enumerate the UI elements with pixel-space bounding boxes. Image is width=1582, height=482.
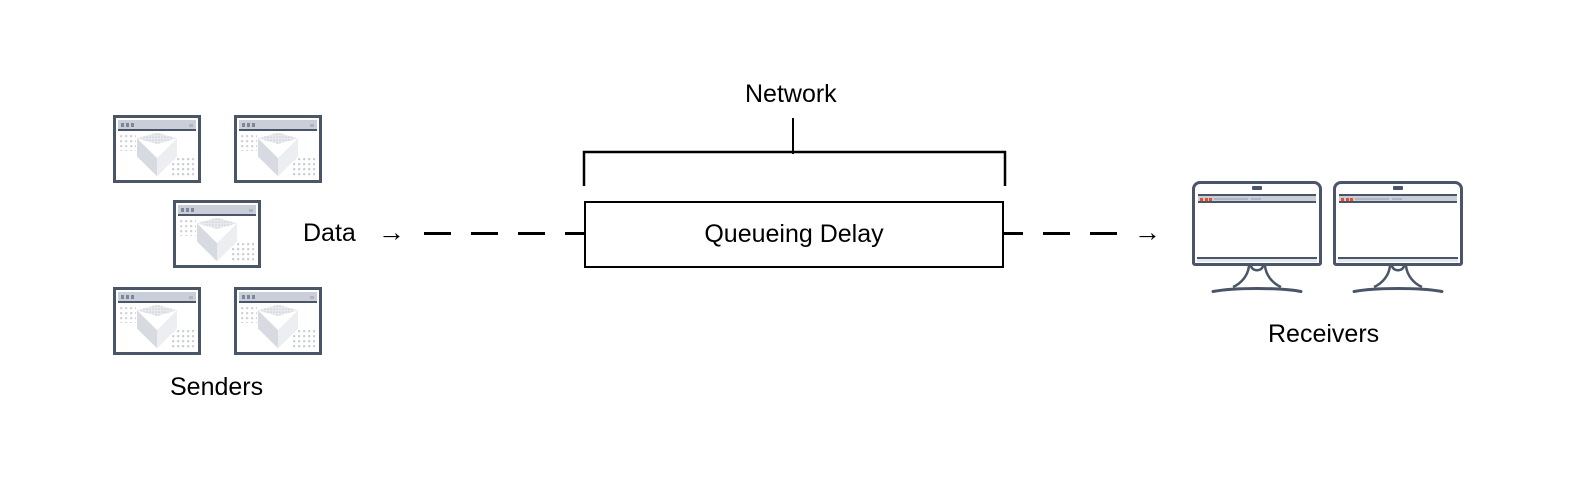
url-bar-icon <box>1214 198 1248 200</box>
monitor-bezel <box>1192 181 1322 266</box>
monitor-chin <box>1338 257 1458 262</box>
sender-window-1[interactable] <box>113 115 201 183</box>
window-control-icon <box>310 124 314 127</box>
sender-window-4[interactable] <box>113 287 201 355</box>
window-dots-icon <box>181 208 194 212</box>
flow-dash <box>424 232 451 235</box>
network-bracket <box>582 150 1007 186</box>
window-screen <box>118 305 196 350</box>
queueing-delay-label: Queueing Delay <box>704 220 884 248</box>
speckle-decoration-icon <box>241 135 257 151</box>
data-label: Data <box>303 219 356 247</box>
window-dots-icon <box>242 295 255 299</box>
window-titlebar <box>239 292 317 303</box>
url-bar-extra-icon <box>1251 198 1261 200</box>
speckle-decoration-icon <box>180 220 196 236</box>
sender-window-5[interactable] <box>234 287 322 355</box>
receiver-monitor-1[interactable] <box>1192 181 1322 296</box>
window-dots-icon <box>121 123 134 127</box>
browser-toolbar <box>1198 194 1316 203</box>
window-control-icon <box>310 296 314 299</box>
window-screen <box>178 218 256 263</box>
monitor-base <box>1352 287 1444 293</box>
window-control-icon <box>189 124 193 127</box>
flow-stub <box>1004 232 1023 235</box>
monitor-bezel <box>1333 181 1463 266</box>
flow-dash <box>471 232 498 235</box>
sender-window-3[interactable] <box>173 200 261 268</box>
network-label: Network <box>745 80 837 108</box>
speckle-decoration-icon <box>172 330 194 348</box>
speckle-decoration-icon <box>241 307 257 323</box>
traffic-light-dots-icon <box>1200 197 1212 201</box>
window-titlebar <box>178 205 256 216</box>
data-cube-icon <box>258 305 298 349</box>
monitor-neck <box>1232 265 1282 289</box>
receivers-label: Receivers <box>1268 320 1380 348</box>
window-dots-icon <box>121 295 134 299</box>
flow-dash <box>1090 232 1117 235</box>
speckle-decoration-icon <box>120 135 136 151</box>
flow-arrow-icon: → <box>378 217 405 247</box>
window-screen <box>118 133 196 178</box>
data-cube-icon <box>137 305 177 349</box>
flow-dash <box>1043 232 1070 235</box>
monitor-neck <box>1373 265 1423 289</box>
monitor-viewport <box>1339 205 1457 255</box>
traffic-light-dots-icon <box>1341 197 1353 201</box>
monitor-viewport <box>1198 205 1316 255</box>
speckle-decoration-icon <box>293 330 315 348</box>
monitor-base <box>1211 287 1303 293</box>
webcam-icon <box>1252 186 1262 190</box>
data-cube-icon <box>137 133 177 177</box>
monitor-chin <box>1197 257 1317 262</box>
data-cube-icon <box>197 218 237 262</box>
url-bar-icon <box>1355 198 1389 200</box>
senders-label: Senders <box>170 373 264 401</box>
window-dots-icon <box>242 123 255 127</box>
window-titlebar <box>239 120 317 131</box>
flow-stub <box>565 232 584 235</box>
webcam-icon <box>1393 186 1403 190</box>
speckle-decoration-icon <box>172 158 194 176</box>
window-control-icon <box>249 209 253 212</box>
url-bar-extra-icon <box>1392 198 1402 200</box>
flow-arrow-icon: → <box>1134 217 1161 247</box>
browser-toolbar <box>1339 194 1457 203</box>
window-titlebar <box>118 292 196 303</box>
speckle-decoration-icon <box>120 307 136 323</box>
window-screen <box>239 305 317 350</box>
window-titlebar <box>118 120 196 131</box>
data-cube-icon <box>258 133 298 177</box>
speckle-decoration-icon <box>232 243 254 261</box>
queueing-delay-box[interactable]: Queueing Delay <box>584 201 1004 268</box>
speckle-decoration-icon <box>293 158 315 176</box>
receiver-monitor-2[interactable] <box>1333 181 1463 296</box>
sender-window-2[interactable] <box>234 115 322 183</box>
network-stem-line <box>792 118 794 154</box>
flow-dash <box>518 232 545 235</box>
window-control-icon <box>189 296 193 299</box>
window-screen <box>239 133 317 178</box>
